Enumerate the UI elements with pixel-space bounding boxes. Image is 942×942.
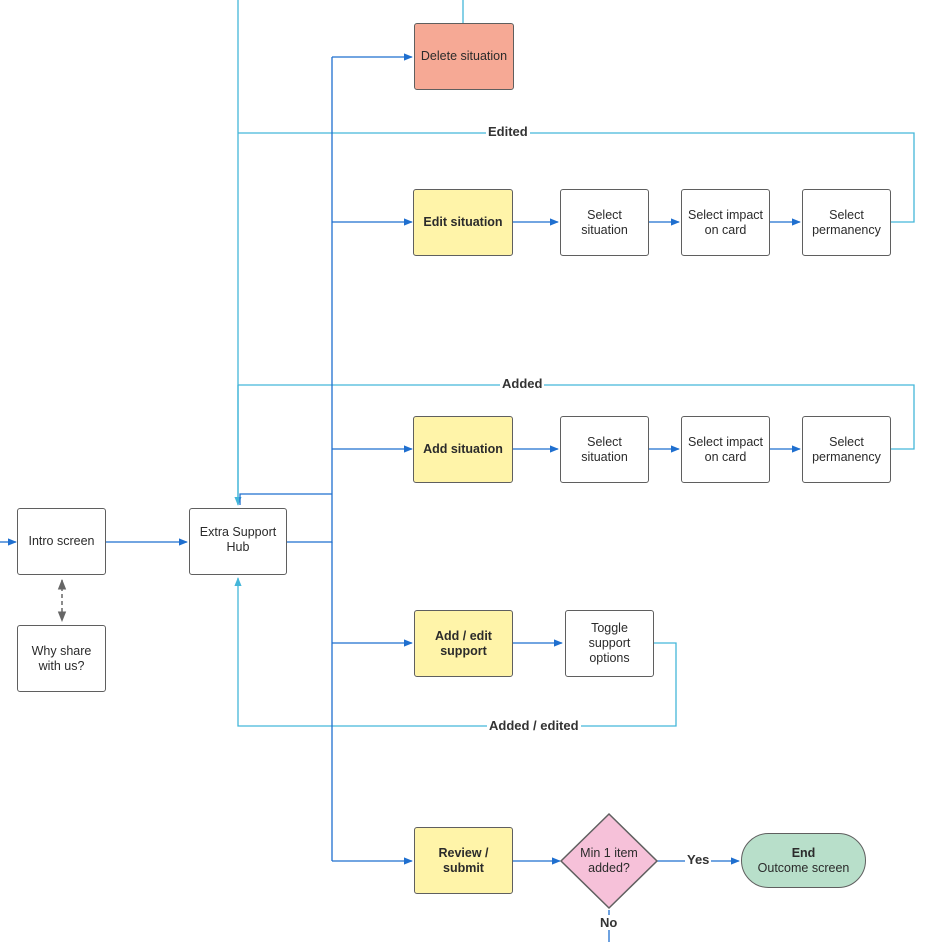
hub-trunk	[287, 57, 333, 543]
node-extra-support-hub: Extra Support Hub	[189, 508, 287, 575]
node-why-share: Why share with us?	[17, 625, 106, 692]
node-review-submit: Review / submit	[414, 827, 513, 894]
node-toggle-support: Toggle support options	[565, 610, 654, 677]
hub-top-link	[239, 493, 332, 505]
node-add-select-permanency: Select permanency	[802, 416, 891, 483]
edge-label-edited: Edited	[486, 124, 530, 139]
node-end: End Outcome screen	[741, 833, 866, 888]
return-line-added-edited	[234, 577, 677, 727]
node-edit-select-permanency: Select permanency	[802, 189, 891, 256]
edge-label-no: No	[598, 915, 620, 930]
node-add-select-impact: Select impact on card	[681, 416, 770, 483]
end-title: End	[791, 845, 816, 860]
return-line-edited	[238, 132, 915, 223]
node-add-situation: Add situation	[413, 416, 513, 483]
edge-label-yes: Yes	[685, 852, 712, 867]
node-add-select-situation: Select situation	[560, 416, 649, 483]
node-edit-select-situation: Select situation	[560, 189, 649, 256]
decision-label: Min 1 item added?	[580, 846, 638, 875]
node-intro-screen: Intro screen	[17, 508, 106, 575]
edge-label-added: Added	[500, 376, 545, 391]
edge-label-added-edited: Added / edited	[487, 718, 581, 733]
return-line-added	[238, 384, 915, 450]
end-subtitle: Outcome screen	[757, 860, 850, 875]
node-delete-situation: Delete situation	[414, 23, 514, 90]
node-edit-select-impact: Select impact on card	[681, 189, 770, 256]
node-add-edit-support: Add / edit support	[414, 610, 513, 677]
decision-diamond	[559, 812, 659, 910]
node-edit-situation: Edit situation	[413, 189, 513, 256]
